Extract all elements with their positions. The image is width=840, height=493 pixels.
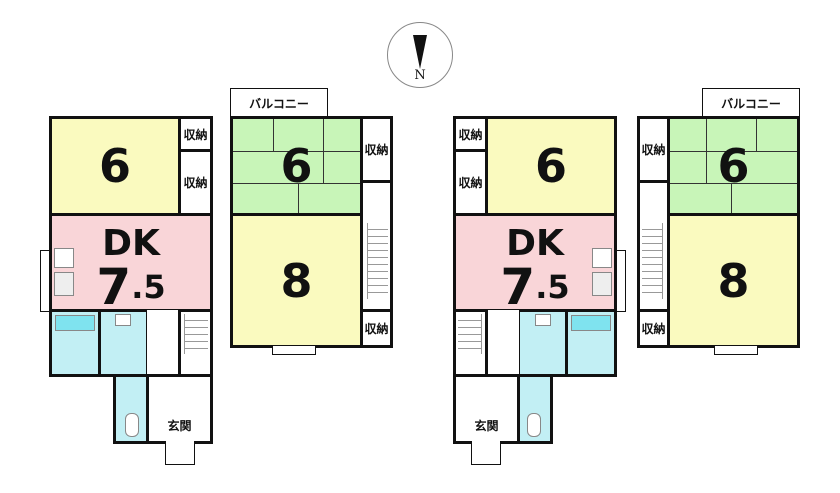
bathtub-icon (55, 315, 95, 331)
bathroom (49, 309, 101, 377)
sink-icon (54, 272, 74, 296)
unit-1-floor-2: バルコニー 6 収納 8 収納 (225, 80, 405, 460)
hallway (485, 309, 520, 377)
staircase (637, 180, 670, 312)
compass-needle-icon (413, 35, 427, 69)
stairs-icon (367, 223, 388, 299)
washroom (517, 309, 568, 377)
entrance-door[interactable] (471, 441, 501, 465)
north-compass: N (387, 22, 453, 88)
stairs-icon (458, 314, 482, 354)
entrance-door[interactable] (165, 441, 195, 465)
sink-icon (592, 272, 612, 296)
staircase (178, 309, 213, 377)
storage: 収納 (637, 116, 670, 183)
entrance: 玄関 (453, 374, 520, 444)
washroom (98, 309, 149, 377)
storage: 収納 (637, 309, 670, 348)
stairs-icon (184, 314, 208, 354)
toilet-icon (527, 413, 541, 437)
unit-2-floor-2: バルコニー 6 収納 8 収納 (625, 80, 805, 460)
storage: 収納 (178, 149, 213, 216)
balcony: バルコニー (702, 88, 800, 118)
western-room: 8 (230, 213, 363, 348)
western-room: 8 (667, 213, 800, 348)
stove-icon (592, 248, 612, 268)
toilet (517, 374, 553, 444)
washbasin-icon (535, 314, 551, 326)
staircase (360, 180, 393, 312)
stairs-icon (642, 223, 663, 299)
tatami-room: 6 (667, 116, 800, 216)
western-room: 6 (49, 116, 181, 216)
toilet (113, 374, 149, 444)
dining-kitchen: DK 7.5 (453, 213, 617, 316)
toilet-icon (125, 413, 139, 437)
bathroom (565, 309, 617, 377)
western-room: 6 (485, 116, 617, 216)
bathtub-icon (571, 315, 611, 331)
balcony: バルコニー (230, 88, 328, 118)
staircase (453, 309, 488, 377)
unit-1-floor-1: 6 収納 収納 DK 7.5 玄関 (40, 110, 220, 490)
unit-2-floor-1: 6 収納 収納 DK 7.5 玄関 (446, 110, 626, 490)
storage: 収納 (360, 116, 393, 183)
stove-icon (54, 248, 74, 268)
storage: 収納 (360, 309, 393, 348)
bay-window (714, 345, 758, 355)
dining-kitchen: DK 7.5 (49, 213, 213, 312)
storage: 収納 (453, 149, 488, 216)
storage: 収納 (453, 116, 488, 152)
tatami-room: 6 (230, 116, 363, 216)
compass-north-label: N (414, 67, 426, 83)
storage: 収納 (178, 116, 213, 152)
washbasin-icon (115, 314, 131, 326)
hallway (146, 309, 181, 377)
bay-window (272, 345, 316, 355)
entrance: 玄関 (146, 374, 213, 444)
